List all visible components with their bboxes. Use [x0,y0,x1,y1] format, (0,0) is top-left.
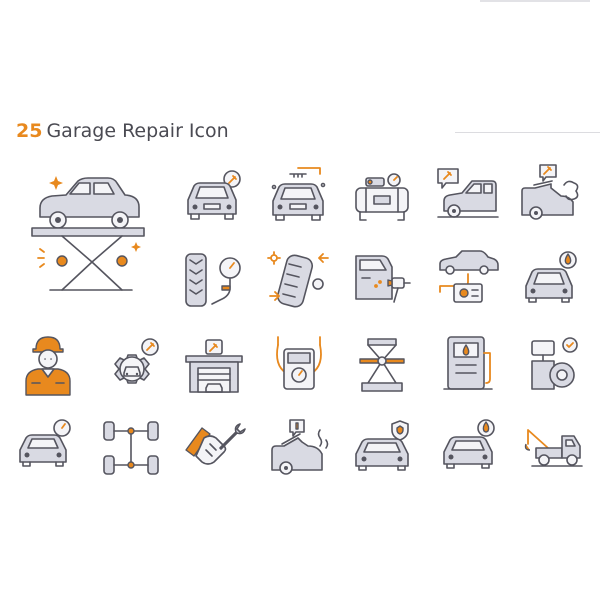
battery-tester-icon [268,335,330,397]
car-open-hood-smoke-icon [516,163,582,225]
icon-count: 25 [16,120,43,142]
tire-pressure-gauge-icon [184,250,246,310]
hand-wrench-icon [184,420,248,476]
car-wrench-badge-icon [184,168,244,228]
car-wash-icon [268,165,330,227]
air-compressor-icon [352,168,414,226]
car-service-bubble-icon [434,165,500,225]
title-divider [455,132,600,133]
top-edge-line [480,0,590,2]
car-speedometer-icon [16,418,74,474]
wheel-balancer-icon [522,335,582,395]
car-axle-chassis-icon [100,418,162,478]
car-shield-icon [352,420,414,476]
mechanic-icon [18,335,78,397]
car-fire-badge-icon [440,418,500,476]
car-door-paint-icon [352,250,414,310]
car-on-scissor-lift-icon [28,168,148,298]
fuel-dispenser-icon [440,333,496,395]
gear-car-icon [100,335,164,397]
tow-truck-icon [522,422,584,472]
car-jack-icon [352,335,414,397]
car-oil-drop-icon [522,248,580,308]
car-overheat-hood-icon [268,418,332,478]
tire-change-icon [267,248,330,312]
title-text: Garage Repair Icon [46,120,229,142]
car-diagnostic-device-icon [434,248,500,308]
garage-building-icon [184,338,244,394]
